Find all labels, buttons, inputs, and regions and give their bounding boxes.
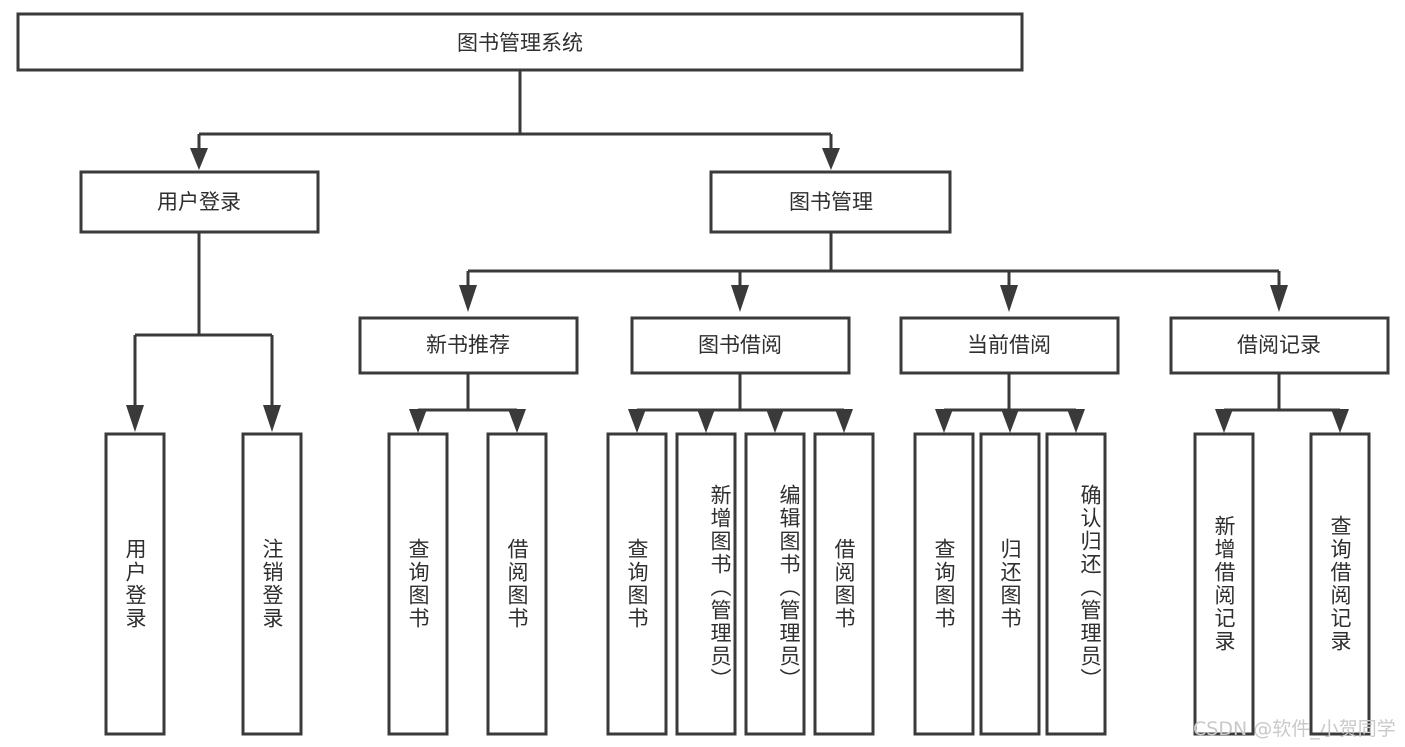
arrowhead-leaf-edit-book [766, 409, 784, 433]
arrowhead-new-book-rec [459, 285, 477, 312]
node-book-manage[interactable] [709, 170, 952, 234]
leaf-node-group [104, 432, 1371, 736]
leaf-box-query-book-2[interactable] [606, 432, 668, 736]
node-user-login[interactable] [79, 170, 320, 234]
leaf-box-add-record[interactable] [1193, 432, 1255, 736]
arrowhead-leaf-add-book [697, 409, 715, 433]
leaf-box-user-logout[interactable] [241, 432, 303, 736]
arrowhead-borrow-record [1270, 285, 1288, 312]
arrowhead-current-borrow [1000, 285, 1018, 312]
leaf-box-query-record[interactable] [1309, 432, 1371, 736]
arrowhead-leaf-return-book [1001, 409, 1019, 433]
arrowhead-leaf-query-book-1 [409, 409, 427, 433]
arrowhead-leaf-user-login [126, 405, 144, 432]
node-book-manage-label: 图书管理 [789, 190, 873, 214]
node-new-book-rec-label: 新书推荐 [426, 333, 510, 357]
node-group: 图书管理系统 用户登录 图书管理 新书推荐 图书借阅 当前借阅 借阅记录 [16, 12, 1390, 375]
arrowhead-leaf-add-record [1215, 409, 1233, 433]
csdn-watermark: CSDN @软件_小贺同学 [1193, 718, 1396, 740]
leaf-box-confirm-return[interactable] [1045, 432, 1107, 736]
node-user-login-label: 用户登录 [157, 190, 241, 214]
node-root-label: 图书管理系统 [457, 31, 583, 55]
arrowhead-group [126, 148, 1349, 433]
arrowhead-leaf-confirm-return [1067, 409, 1085, 433]
leaf-box-add-book[interactable] [675, 432, 737, 736]
leaf-box-edit-book[interactable] [744, 432, 806, 736]
node-borrow-record[interactable] [1169, 316, 1390, 375]
arrowhead-leaf-user-logout [263, 405, 281, 432]
node-new-book-rec[interactable] [358, 316, 579, 375]
leaf-box-user-login[interactable] [104, 432, 166, 736]
node-book-borrow-label: 图书借阅 [698, 333, 782, 357]
arrowhead-book-manage [822, 148, 840, 170]
arrowhead-leaf-query-book-3 [935, 409, 953, 433]
node-current-borrow[interactable] [899, 316, 1120, 375]
node-book-borrow[interactable] [630, 316, 851, 375]
node-root[interactable] [16, 12, 1024, 72]
arrowhead-book-borrow [731, 285, 749, 312]
leaf-box-borrow-book-1[interactable] [486, 432, 548, 736]
node-borrow-record-label: 借阅记录 [1237, 333, 1321, 357]
leaf-box-query-book-1[interactable] [387, 432, 449, 736]
leaf-box-borrow-book-2[interactable] [813, 432, 875, 736]
arrowhead-leaf-borrow-book-1 [508, 409, 526, 433]
arrowhead-leaf-query-record [1331, 409, 1349, 433]
arrowhead-leaf-query-book-2 [628, 409, 646, 433]
arrowhead-leaf-borrow-book-2 [835, 409, 853, 433]
leaf-box-query-book-3[interactable] [913, 432, 975, 736]
leaf-box-return-book[interactable] [979, 432, 1041, 736]
node-current-borrow-label: 当前借阅 [967, 333, 1051, 357]
arrowhead-user-login [190, 148, 208, 170]
